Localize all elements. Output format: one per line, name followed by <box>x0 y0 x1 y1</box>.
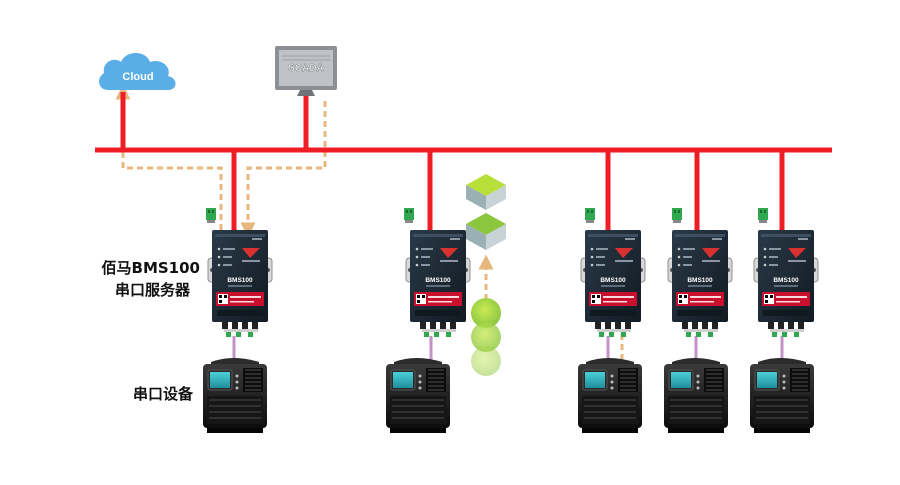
scada-label: SCADA <box>288 63 324 74</box>
cloud-label: Cloud <box>122 71 153 83</box>
server-label-line1: 佰马BMS100 <box>101 259 200 277</box>
battery-tester-icon <box>577 357 643 434</box>
data-flow-arrows <box>115 84 624 360</box>
battery-tester-icon <box>749 357 815 434</box>
serial-device-label: 串口设备 <box>133 385 194 403</box>
green-dots-icon <box>471 298 501 376</box>
ethernet-bus <box>95 88 832 230</box>
scada-monitor-icon: SCADA <box>275 46 337 96</box>
server-label-line2: 串口服务器 <box>114 281 190 299</box>
serial-server-icon <box>667 208 733 338</box>
battery-tester-icon <box>202 357 268 434</box>
cloud-icon: Cloud <box>99 53 176 90</box>
serial-server-icon <box>580 208 646 338</box>
rs485-cables <box>232 336 784 362</box>
stack-layers-icon <box>466 174 506 250</box>
battery-tester-icon <box>385 357 451 434</box>
battery-tester-icon <box>663 357 729 434</box>
serial-server-icon <box>404 208 471 338</box>
serial-server-icon <box>206 208 273 338</box>
serial-server-icon <box>753 208 819 338</box>
